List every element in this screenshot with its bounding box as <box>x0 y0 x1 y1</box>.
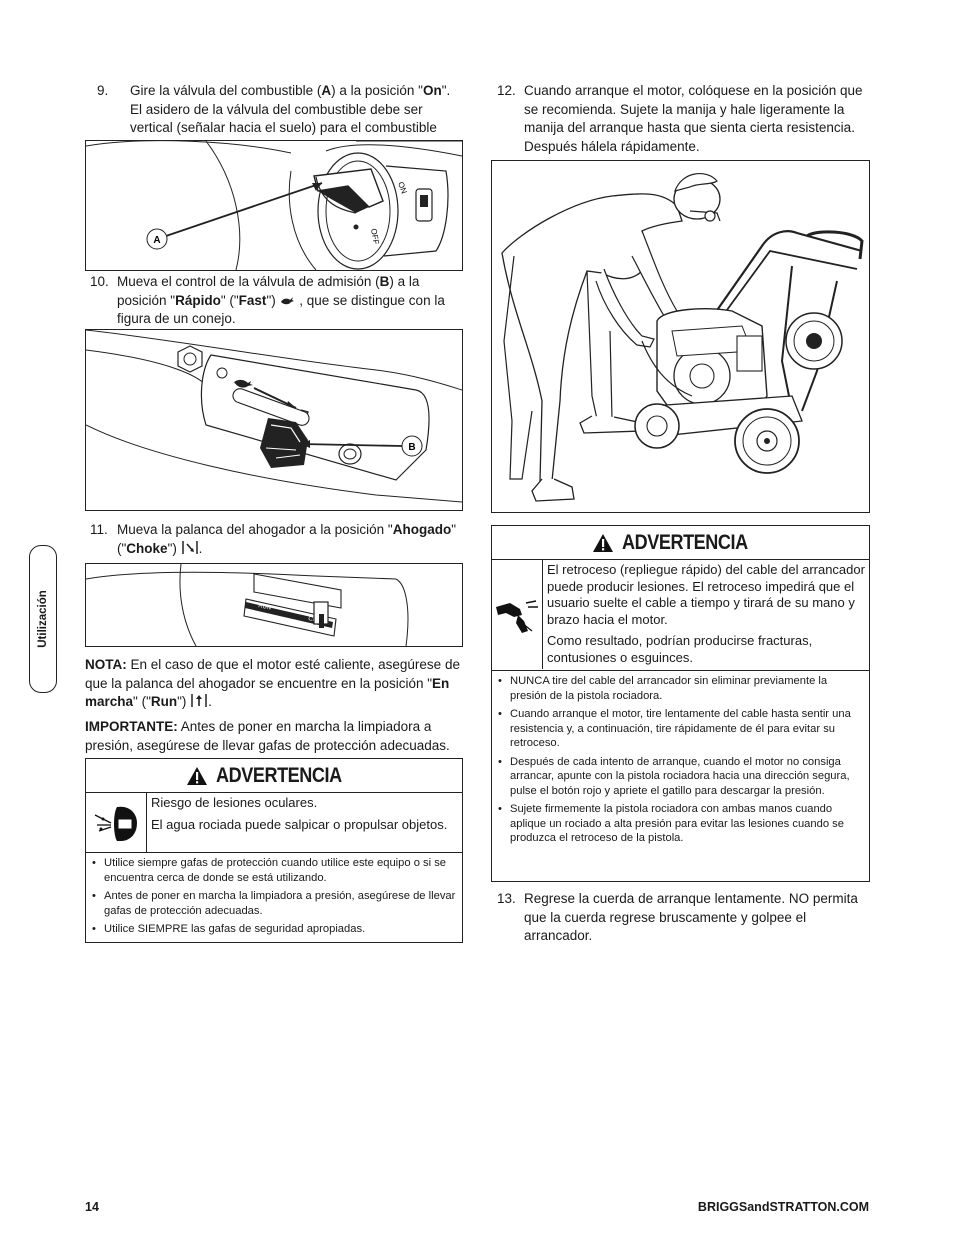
step-11: 11. Mueva la palanca del ahogador a la p… <box>90 521 462 558</box>
callout-a: A <box>153 235 160 246</box>
list-item: Cuando arranque el motor, tire lentament… <box>496 707 863 751</box>
step-number: 9. <box>97 83 109 98</box>
choke-icon <box>181 540 199 554</box>
choke-figure: RUN CHOKE <box>85 563 463 647</box>
step-12: 12. Cuando arranque el motor, colóquese … <box>497 82 869 156</box>
fuel-valve-illustration: ON OFF A <box>86 141 462 270</box>
step-number: 13. <box>497 891 516 906</box>
warning-title: ADVERTENCIA <box>622 530 749 554</box>
section-side-tab: Utilización <box>29 545 57 693</box>
list-item: Sujete firmemente la pistola rociadora c… <box>496 802 863 846</box>
throttle-illustration: B <box>86 330 462 503</box>
step-number: 10. <box>90 274 109 289</box>
warning-triangle-icon <box>593 533 614 552</box>
on-label: ON <box>396 181 409 196</box>
step-text: Regrese la cuerda de arranque lentamente… <box>524 891 858 943</box>
list-item: Después de cada intento de arranque, cua… <box>496 755 863 799</box>
step-text: Mueva el control de la válvula de admisi… <box>117 274 445 326</box>
page-number: 14 <box>85 1200 99 1214</box>
list-item: Utilice SIEMPRE las gafas de seguridad a… <box>90 922 456 937</box>
run-icon <box>190 694 208 707</box>
step-number: 12. <box>497 83 516 98</box>
step-10: 10. Mueva el control de la válvula de ad… <box>90 273 462 329</box>
kickback-hand-icon <box>492 560 543 669</box>
starting-engine-illustration <box>501 173 864 502</box>
list-item: Utilice siempre gafas de protección cuan… <box>90 856 456 885</box>
step-text: Mueva la palanca del ahogador a la posic… <box>117 522 457 556</box>
eye-protection-icon <box>86 793 147 852</box>
warning-title: ADVERTENCIA <box>215 763 342 787</box>
warning-description: El retroceso (repliegue rápido) del cabl… <box>547 562 865 665</box>
note-paragraph: NOTA: En el caso de que el motor esté ca… <box>85 657 460 709</box>
warning-kickback-box: ADVERTENCIA El retroceso (repliegue rápi… <box>491 525 870 882</box>
choke-illustration: RUN CHOKE <box>86 564 409 646</box>
run-label: RUN <box>258 603 272 612</box>
warning-eye-box: ADVERTENCIA Riesgo de lesiones oculares.… <box>85 758 463 943</box>
note-label: NOTA: <box>85 657 127 672</box>
important-label: IMPORTANTE: <box>85 719 178 734</box>
section-tab-label: Utilización <box>37 590 49 648</box>
warning-header: ADVERTENCIA <box>86 759 462 793</box>
callout-b: B <box>408 442 415 453</box>
fuel-valve-figure: ON OFF A <box>85 140 463 271</box>
step-number: 11. <box>90 522 108 537</box>
footer-website: BRIGGSandSTRATTON.COM <box>697 1200 869 1214</box>
step-text: Cuando arranque el motor, colóquese en l… <box>524 83 863 154</box>
throttle-figure: B <box>85 329 463 511</box>
list-item: Antes de poner en marcha la limpiadora a… <box>90 889 456 918</box>
off-label: OFF <box>369 228 381 245</box>
warning-bullets: NUNCA tire del cable del arrancador sin … <box>492 671 869 854</box>
warning-triangle-icon <box>186 766 207 785</box>
step-13: 13. Regrese la cuerda de arranque lentam… <box>497 890 869 946</box>
warning-header: ADVERTENCIA <box>492 526 869 560</box>
list-item: NUNCA tire del cable del arrancador sin … <box>496 674 863 703</box>
starting-engine-figure <box>491 160 870 513</box>
warning-bullets: Utilice siempre gafas de protección cuan… <box>86 853 462 945</box>
rabbit-icon <box>279 293 295 305</box>
warning-description: Riesgo de lesiones oculares. El agua roc… <box>151 795 448 832</box>
important-paragraph: IMPORTANTE: Antes de poner en marcha la … <box>85 719 450 753</box>
